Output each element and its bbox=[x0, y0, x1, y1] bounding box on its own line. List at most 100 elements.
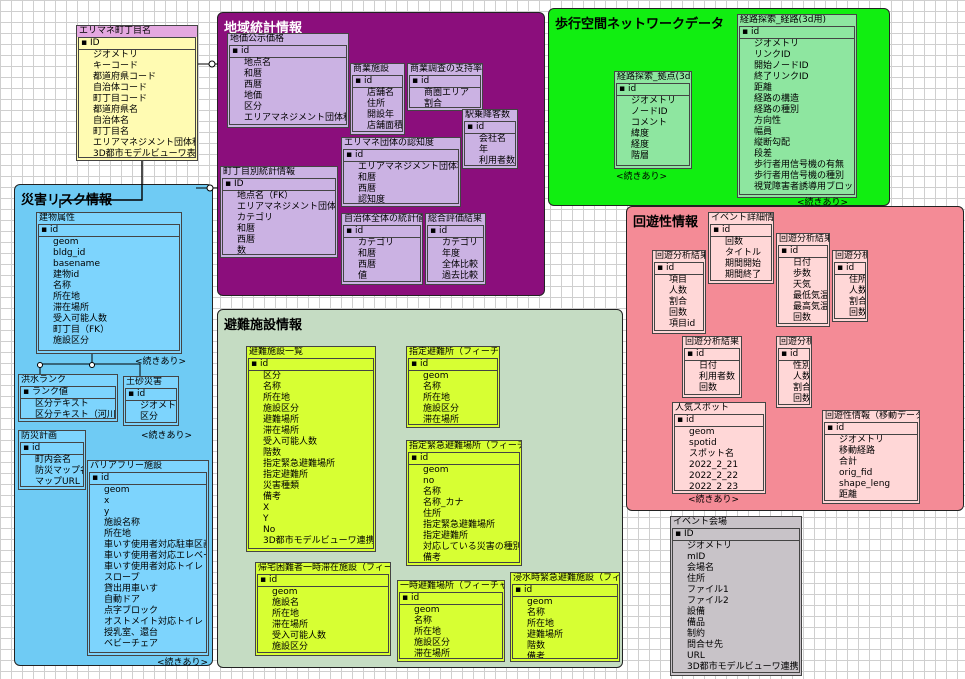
entity-field: 割合 bbox=[669, 297, 688, 307]
entity-sediment-fields: ▪ idジオメトリ区分 bbox=[125, 388, 177, 423]
entity-townstat[interactable]: 町丁目別統計情報 ▪ ID地点名（FK）エリアマネジメント団体種別名カテゴリ和暦… bbox=[220, 166, 338, 258]
entity-field: ノードID bbox=[631, 107, 668, 117]
entity-field: 名称 bbox=[423, 487, 442, 497]
entity-field: 階層 bbox=[631, 151, 650, 161]
entity-field: 指定避難所 bbox=[423, 531, 469, 541]
entity-field: 所在地 bbox=[263, 393, 291, 403]
entity-field: エリアマネジメント団体種別名 bbox=[93, 138, 195, 148]
entity-emerg[interactable]: 指定緊急避難場所（フィーチャ） ▪ idgeomno名称名称_カナ住所指定緊急避… bbox=[406, 440, 522, 566]
primary-key-field: ▪ ID bbox=[79, 38, 195, 50]
entity-landprice[interactable]: 地価公示価格 ▪ id地点名和暦西暦地価区分エリアマネジメント団体種別名 bbox=[227, 33, 349, 128]
entity-landprice-title: 地価公示価格 bbox=[230, 34, 285, 44]
entity-field: 施設名称 bbox=[104, 518, 141, 528]
entity-field: 滞在場所 bbox=[263, 426, 300, 436]
entity-field: 住所 bbox=[849, 275, 866, 285]
entity-field: 点字ブロック bbox=[104, 606, 159, 616]
primary-key-field: ▪ id bbox=[230, 46, 346, 58]
entity-field: 項目id bbox=[669, 319, 696, 329]
entity-sediment-title: 土砂災害 bbox=[126, 377, 163, 387]
entity-field: 階数 bbox=[263, 448, 282, 458]
entity-flood[interactable]: 洪水ランク ▪ ランク値区分テキスト区分テキスト（河川） bbox=[18, 374, 118, 422]
entity-shop-title: 商業施設 bbox=[353, 64, 390, 74]
entity-field: spotid bbox=[689, 438, 717, 448]
entity-field: 所在地 bbox=[53, 292, 81, 302]
entity-field: 施設名 bbox=[272, 598, 300, 608]
entity-field: 和暦 bbox=[237, 224, 256, 234]
entity-field: 割合 bbox=[424, 99, 443, 108]
entity-field: 項目 bbox=[669, 275, 688, 285]
spot-more-label: <続きあり> bbox=[688, 495, 740, 505]
entity-field: 期間開始 bbox=[725, 259, 762, 269]
entity-field: 回数 bbox=[793, 394, 810, 404]
entity-field: geom bbox=[527, 597, 553, 607]
entity-field: 西暦 bbox=[237, 235, 256, 245]
entity-field: 対応している災害の種別 bbox=[423, 542, 520, 552]
primary-key-field: ▪ id bbox=[675, 415, 763, 427]
entity-field: 終了リンクID bbox=[754, 72, 809, 82]
entity-field: ベビーチェア bbox=[104, 639, 159, 649]
entity-sediment[interactable]: 土砂災害 ▪ idジオメトリ区分 bbox=[123, 376, 179, 426]
entity-recog-fields: ▪ idエリアマネジメント団体種別名和暦西暦認知度 bbox=[343, 149, 459, 204]
entity-field: 西暦 bbox=[358, 184, 377, 194]
entity-field: 天気 bbox=[793, 280, 812, 290]
entity-field: 都道府県コード bbox=[93, 72, 157, 82]
entity-field: 自治体コード bbox=[93, 83, 148, 93]
entity-field: 受入可能人数 bbox=[272, 631, 327, 641]
entity-field: 和暦 bbox=[358, 249, 377, 259]
entity-field: 移動経路 bbox=[839, 446, 876, 456]
entity-field: 回数 bbox=[669, 308, 688, 318]
entity-field: 制約 bbox=[687, 629, 706, 639]
entity-field: タイトル bbox=[725, 248, 762, 258]
entity-field: mID bbox=[687, 552, 706, 562]
entity-field: 指定避難所 bbox=[263, 470, 309, 480]
entity-station-title: 駅乗降客数 bbox=[465, 110, 511, 120]
primary-key-field: ▪ id bbox=[740, 27, 854, 39]
entity-field: 段差 bbox=[754, 149, 773, 159]
entity-mobility[interactable]: 回遊性情報（移動データ） ▪ idジオメトリ移動経路合計orig_fidshap… bbox=[822, 410, 920, 504]
entity-support-title: 商業調査の支持率 bbox=[410, 64, 482, 74]
entity-field: 縦断勾配 bbox=[754, 138, 791, 148]
primary-key-field: ▪ id bbox=[409, 453, 519, 465]
primary-key-field: ▪ ID bbox=[223, 179, 335, 191]
entity-spot-title: 人気スポット bbox=[675, 403, 730, 413]
entity-stranded[interactable]: 帰宅困難者一時滞在施設（フィーチャ） ▪ idgeom施設名所在地滞在場所受入可… bbox=[255, 562, 391, 656]
entity-recog[interactable]: エリマネ団体の認知度 ▪ idエリアマネジメント団体種別名和暦西暦認知度 bbox=[341, 137, 461, 207]
entity-field: 自動ドア bbox=[104, 595, 141, 605]
entity-field: X bbox=[263, 503, 270, 513]
entity-flood-title: 洪水ランク bbox=[21, 375, 67, 385]
primary-key-field: ▪ id bbox=[126, 389, 176, 401]
entity-barrier-title: バリアフリー施設 bbox=[90, 461, 163, 471]
entity-field: ジオメトリ bbox=[93, 50, 139, 60]
